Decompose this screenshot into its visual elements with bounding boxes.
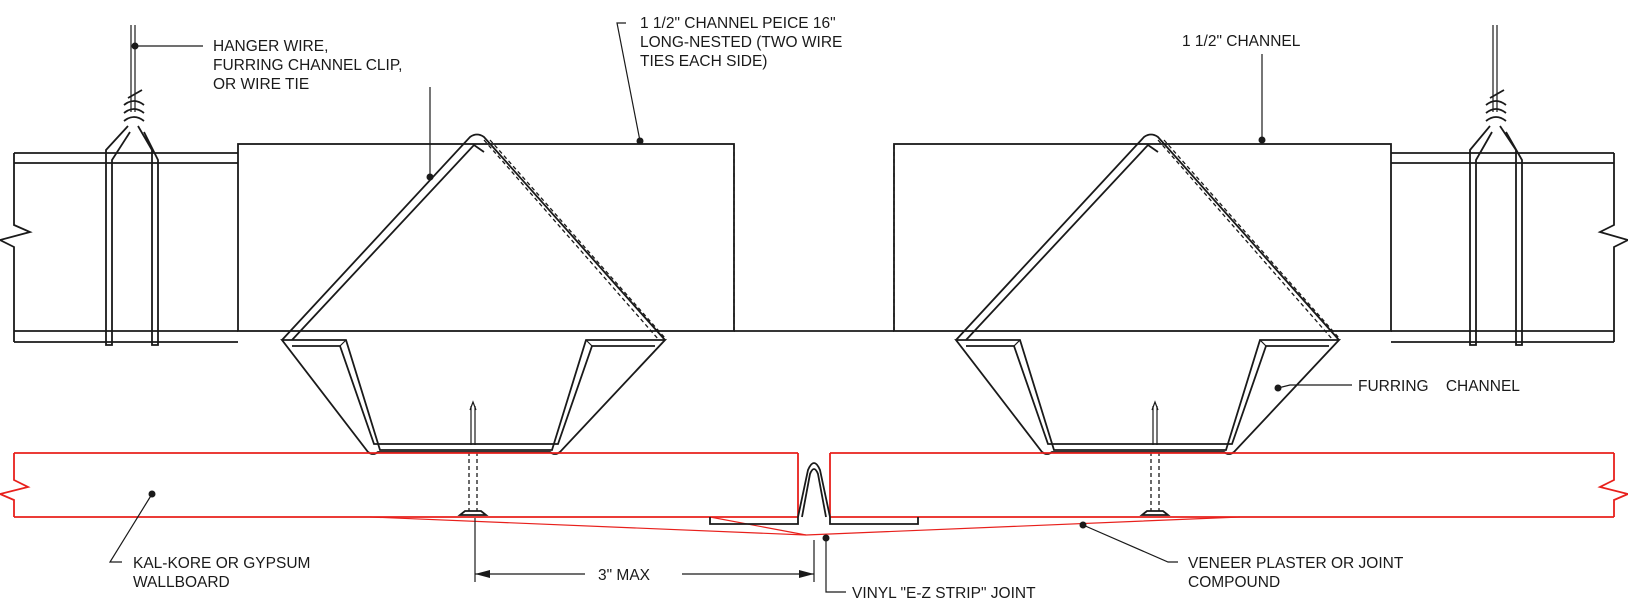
furring-channel-left [280,339,668,455]
label-veneer: VENEER PLASTER OR JOINT COMPOUND [1188,555,1404,591]
svg-text:COMPOUND: COMPOUND [1188,574,1280,591]
main-channel-left [0,152,238,343]
ez-strip-joint [709,453,919,525]
wallboard-right [830,452,1628,518]
label-nested-piece: 1 1/2" CHANNEL PEICE 16" LONG-NESTED (TW… [640,15,842,70]
leader-veneer [1079,521,1178,563]
screw-left [457,400,489,516]
leader-wallboard [108,490,156,563]
svg-text:WALLBOARD: WALLBOARD [133,574,230,591]
dimension-3in-max [474,518,815,582]
wire-clip-left [281,133,666,341]
label-joint: VINYL "E-Z STRIP" JOINT [852,585,1036,602]
leader-hanger-wire [131,42,203,50]
svg-text:HANGER WIRE,: HANGER WIRE, [213,38,328,55]
veneer-plaster-feather [369,516,1241,536]
svg-text:VENEER PLASTER OR JOINT: VENEER PLASTER OR JOINT [1188,555,1404,572]
leader-nested-piece [616,22,644,145]
wire-clip-right [955,133,1340,341]
leader-channel [1258,54,1266,144]
dimension-label: 3" MAX [598,567,651,584]
svg-text:LONG-NESTED (TWO WIRE: LONG-NESTED (TWO WIRE [640,34,842,51]
leader-furring-channel [1274,384,1352,392]
nested-channel-piece-left [237,143,735,332]
hanger-wire-right [1469,25,1523,346]
leader-wire-clip [426,87,434,181]
wallboard-left [0,452,798,518]
leader-joint [822,534,846,593]
label-wallboard: KAL-KORE OR GYPSUM WALLBOARD [133,555,310,591]
main-channel-right [1391,152,1628,343]
nested-channel-piece-right [893,143,1392,332]
furring-channel-right [954,339,1342,455]
screw-right [1139,400,1171,516]
label-hanger-wire: HANGER WIRE, FURRING CHANNEL CLIP, OR WI… [213,38,402,93]
label-furring-channel: FURRING CHANNEL [1358,378,1520,395]
svg-text:FURRING CHANNEL CLIP,: FURRING CHANNEL CLIP, [213,57,402,74]
svg-text:OR WIRE TIE: OR WIRE TIE [213,76,309,93]
svg-text:TIES EACH SIDE): TIES EACH SIDE) [640,53,767,70]
label-channel: 1 1/2" CHANNEL [1182,33,1301,50]
svg-text:KAL-KORE OR GYPSUM: KAL-KORE OR GYPSUM [133,555,310,572]
svg-text:1 1/2" CHANNEL PEICE 16": 1 1/2" CHANNEL PEICE 16" [640,15,836,32]
hanger-wire-left [105,25,159,346]
